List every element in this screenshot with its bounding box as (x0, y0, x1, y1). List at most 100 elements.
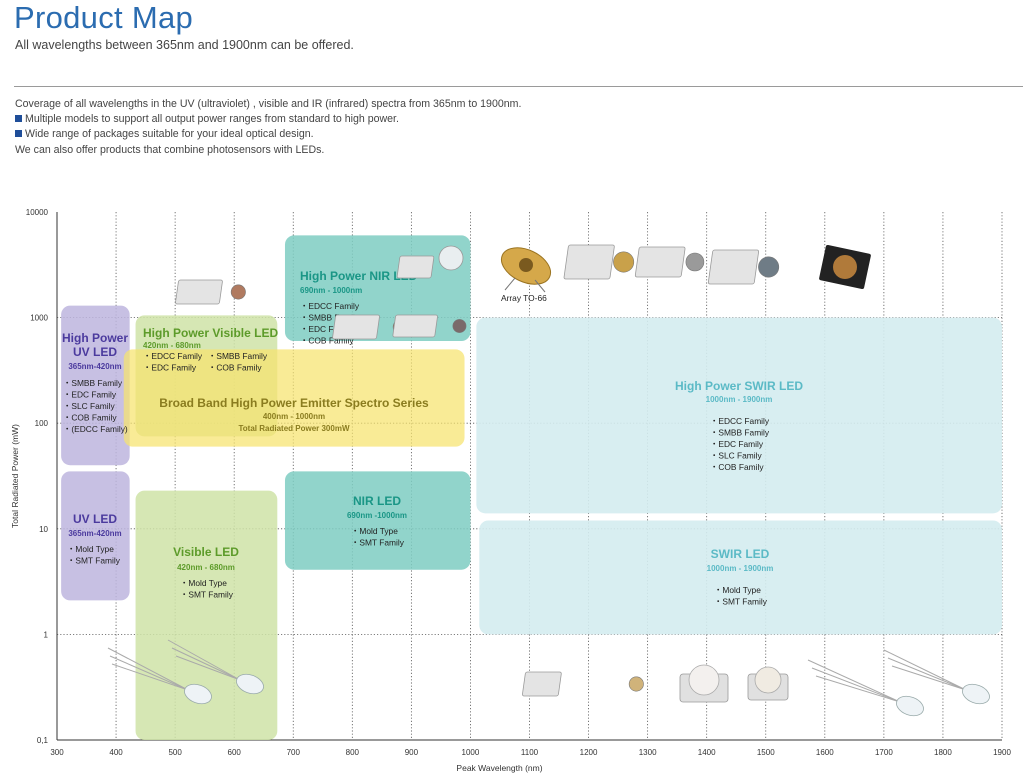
y-tick-label: 1000 (30, 314, 48, 323)
mold-led-illustration-lead (111, 663, 189, 691)
region-item: ・EDCC Family (300, 301, 360, 311)
mold-led-illustration-lead (891, 665, 967, 691)
region-box-nir (284, 471, 471, 570)
region-title: High Power (62, 331, 128, 345)
smd-package-illustration (707, 249, 760, 285)
region-range: 420nm - 680nm (143, 341, 201, 350)
title-divider (14, 86, 1023, 87)
y-tick-label: 0,1 (37, 736, 49, 745)
region-title: High Power Visible LED (143, 326, 278, 340)
intro-line: Coverage of all wavelengths in the UV (u… (15, 98, 522, 110)
region-box-swir (479, 520, 1002, 635)
region-item: ・COB Family (710, 462, 764, 472)
dome-package-lens (438, 245, 464, 271)
page-title: Product Map (14, 0, 194, 35)
mold-led-illustration-lead (811, 667, 901, 703)
mold-led-illustration-lead (107, 647, 189, 691)
x-tick-label: 1500 (757, 748, 775, 757)
mold-led-illustration-lead (887, 657, 967, 691)
smd-package-illustration-lens (613, 251, 635, 273)
mold-led-illustration-lead (109, 655, 189, 691)
page-subtitle: All wavelengths between 365nm and 1900nm… (15, 38, 354, 52)
region-title: Broad Band High Power Emitter Spectro Se… (159, 396, 429, 410)
region-box-broadband (123, 349, 465, 447)
region-item: ・SMT Family (180, 590, 234, 600)
region-range: 365nm-420nm (68, 362, 121, 371)
mold-led-illustration (184, 683, 212, 705)
y-axis-label: Total Radiated Power (mW) (10, 424, 20, 528)
mold-led-illustration-lead (807, 659, 901, 703)
region-title: UV LED (73, 345, 117, 359)
mold-led-illustration-lead (815, 675, 901, 703)
dome-package-illustration (392, 314, 438, 338)
y-tick-label: 10 (39, 525, 48, 534)
region-item: ・EDC Family (300, 324, 354, 334)
region-title: High Power SWIR LED (675, 379, 803, 393)
region-item: ・COB Family (300, 336, 354, 346)
x-tick-label: 1300 (639, 748, 657, 757)
region-item: ・EDC Family (143, 363, 197, 373)
smd-package-illustration (175, 279, 223, 305)
region-title: UV LED (73, 512, 117, 526)
x-tick-label: 600 (228, 748, 242, 757)
smt-package-dome (754, 666, 782, 694)
region-range: 420nm - 680nm (177, 563, 235, 572)
mold-led-illustration (236, 673, 264, 695)
region-item: ・SLC Family (63, 401, 115, 411)
dome-package-illustration (332, 314, 380, 340)
bullet-square-icon (15, 115, 22, 123)
region-item: ・Mold Type (714, 585, 761, 595)
region-title: High Power NIR LED (300, 269, 418, 283)
region-item: ・SMT Family (351, 538, 405, 548)
region-item: ・EDC Family (710, 439, 764, 449)
x-tick-label: 1400 (698, 748, 716, 757)
smt-package-illustration-lens (628, 676, 644, 692)
region-box-uv (61, 305, 130, 466)
region-range: 365nm-420nm (68, 529, 121, 538)
x-tick-label: 1000 (462, 748, 480, 757)
region-title: Visible LED (173, 545, 239, 559)
smd-package-illustration-lens (758, 256, 780, 278)
smd-package-illustration (563, 244, 615, 280)
mold-led-illustration (896, 695, 924, 717)
region-item: ・EDCC Family (710, 416, 770, 426)
intro-bullet: Multiple models to support all output po… (15, 112, 521, 127)
region-item: ・SMBB Family (710, 428, 770, 438)
dome-package-illustration (396, 255, 435, 279)
x-tick-label: 900 (405, 748, 419, 757)
region-item: ・Mold Type (180, 578, 227, 588)
smt-package-illustration (522, 671, 562, 697)
to66-lead (504, 277, 516, 291)
region-range: 690nm -1000nm (347, 511, 407, 520)
region-box-uv (61, 471, 130, 601)
region-item: ・COB Family (63, 413, 117, 423)
x-tick-label: 400 (109, 748, 123, 757)
x-tick-label: 1800 (934, 748, 952, 757)
x-tick-label: 700 (287, 748, 301, 757)
region-item: ・SMT Family (67, 556, 121, 566)
x-tick-label: 1100 (521, 748, 539, 757)
region-item: ・Mold Type (67, 544, 114, 554)
region-item: ・SLC Family (710, 451, 762, 461)
region-item: ・SMT Family (714, 597, 768, 607)
x-tick-label: 1900 (993, 748, 1011, 757)
region-range: 1000nm - 1900nm (706, 395, 773, 404)
region-box-swir (476, 317, 1002, 514)
smt-package-dome (688, 664, 720, 696)
region-title: NIR LED (353, 494, 401, 508)
cob-array-lens (833, 255, 857, 279)
x-tick-label: 1600 (816, 748, 834, 757)
x-tick-label: 500 (168, 748, 182, 757)
bullet-square-icon (15, 130, 22, 138)
x-tick-label: 300 (50, 748, 64, 757)
region-item: ・SMBB Family (300, 313, 360, 323)
region-title: SWIR LED (711, 547, 770, 561)
intro-text: Coverage of all wavelengths in the UV (u… (15, 97, 521, 158)
region-range: 400nm - 1000nm (263, 412, 325, 421)
region-item: ・EDCC Family (143, 351, 203, 361)
intro-bullet: Wide range of packages suitable for your… (15, 127, 521, 142)
region-item: ・SMBB Family (63, 378, 123, 388)
intro-line: We can also offer products that combine … (15, 143, 325, 156)
to66-lead (534, 279, 546, 293)
